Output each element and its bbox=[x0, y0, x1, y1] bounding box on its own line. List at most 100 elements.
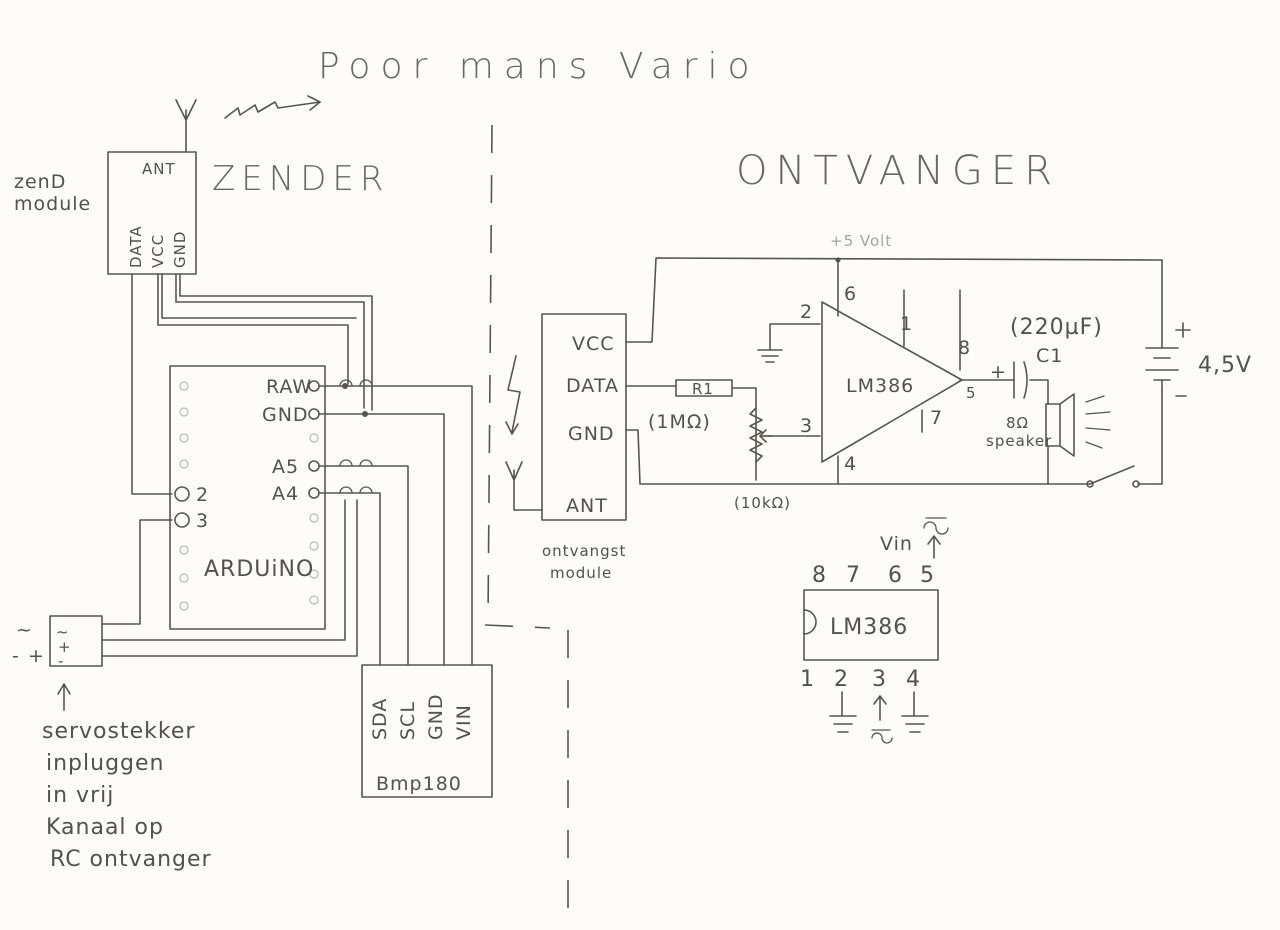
capacitor-label: C1 bbox=[1036, 345, 1063, 367]
transmitter-module-label-2: module bbox=[14, 193, 91, 215]
arduino-pin-3 bbox=[174, 512, 190, 528]
transmitter-module-label-1: zenD bbox=[14, 171, 66, 193]
receiver-heading: ONTVANGER bbox=[736, 148, 1060, 194]
bmp180-pin-scl: SCL bbox=[397, 701, 419, 740]
arduino-pin-a4 bbox=[308, 487, 320, 499]
servo-note-line-3: in vrij bbox=[46, 783, 114, 808]
supply-junction bbox=[835, 257, 841, 263]
speaker-value: 8Ω bbox=[1006, 414, 1029, 432]
lightning-arrow-icon bbox=[505, 355, 521, 435]
lm386-amplifier bbox=[821, 301, 963, 463]
transmitter-antenna-icon bbox=[175, 99, 197, 153]
arduino-pin-gnd bbox=[308, 408, 320, 420]
transmitter-pin-vcc: VCC bbox=[149, 234, 167, 268]
servo-note-line-1: servostekker bbox=[42, 719, 195, 744]
chip-vin-label: Vin bbox=[880, 533, 913, 555]
switch-contact-left bbox=[1086, 480, 1094, 488]
resistor-r1-value: (1MΩ) bbox=[648, 411, 711, 433]
receiver-module-note-1: ontvangst bbox=[542, 542, 626, 560]
receiver-antenna-icon bbox=[505, 461, 543, 511]
transmitter-ant-label: ANT bbox=[142, 160, 176, 178]
amp-pin-2: 2 bbox=[800, 301, 813, 323]
arduino-pin-a5 bbox=[308, 460, 320, 472]
speaker-label: speaker bbox=[986, 432, 1052, 450]
lm386-chip-package bbox=[803, 589, 939, 661]
chip-pin-1: 1 bbox=[800, 667, 815, 692]
receiver-pin-data: DATA bbox=[566, 375, 619, 397]
receiver-module-box bbox=[541, 313, 627, 521]
capacitor-c1-icon bbox=[1013, 361, 1028, 399]
arduino-label-a5: A5 bbox=[272, 456, 299, 478]
servo-outer-minus: - bbox=[12, 645, 20, 667]
chip-annotations-icon bbox=[829, 517, 949, 744]
battery-icon bbox=[1145, 322, 1191, 397]
amp-pin-6: 6 bbox=[844, 283, 857, 305]
capacitor-value: (220µF) bbox=[1010, 315, 1103, 340]
lm386-chip-label: LM386 bbox=[830, 615, 908, 640]
servo-outer-signal: ~ bbox=[16, 619, 33, 641]
chip-pin-7: 7 bbox=[846, 563, 861, 588]
amp-pin-4: 4 bbox=[844, 453, 857, 475]
chip-pin-2: 2 bbox=[834, 667, 849, 692]
receiver-pin-gnd: GND bbox=[568, 423, 615, 445]
page-title: Poor mans Vario bbox=[318, 46, 760, 87]
divider-line bbox=[487, 124, 493, 621]
capacitor-plus: + bbox=[990, 361, 1007, 383]
bmp180-sensor-box bbox=[361, 664, 493, 798]
bmp180-pin-sda: SDA bbox=[369, 698, 391, 740]
resistor-r1-label: R1 bbox=[692, 380, 714, 398]
potentiometer-value: (10kΩ) bbox=[734, 494, 791, 512]
arduino-pin-2-label: 2 bbox=[196, 484, 209, 506]
servo-sign-minus: - bbox=[58, 652, 64, 670]
servo-note-line-5: RC ontvanger bbox=[50, 847, 212, 872]
junction-gnd bbox=[362, 411, 368, 417]
arduino-board bbox=[169, 365, 326, 630]
chip-pin-5: 5 bbox=[920, 563, 935, 588]
arduino-pin-raw bbox=[308, 380, 320, 392]
radio-wave-arrow-icon bbox=[224, 95, 321, 119]
amp-pin-1: 1 bbox=[900, 313, 913, 335]
chip-pin-8: 8 bbox=[812, 563, 827, 588]
transmitter-pin-data: DATA bbox=[127, 225, 145, 268]
transmitter-heading: ZENDER bbox=[212, 159, 390, 199]
servo-outer-plus: + bbox=[28, 645, 45, 667]
receiver-pin-vcc: VCC bbox=[572, 333, 615, 355]
chip-pin-4: 4 bbox=[906, 667, 921, 692]
lm386-amplifier-label: LM386 bbox=[846, 375, 914, 397]
arduino-label: ARDUiNO bbox=[204, 557, 314, 582]
servo-sign-plus: + bbox=[58, 638, 72, 656]
transmitter-wires bbox=[101, 273, 473, 666]
servo-connector bbox=[49, 615, 103, 667]
speaker-icon bbox=[1045, 393, 1111, 457]
resistor-r1 bbox=[675, 379, 733, 397]
switch-contact-right bbox=[1132, 480, 1140, 488]
transmitter-pin-gnd: GND bbox=[171, 231, 189, 268]
amp-pin-7: 7 bbox=[930, 407, 943, 429]
junction-raw bbox=[342, 383, 348, 389]
supply-label: +5 Volt bbox=[830, 232, 892, 250]
servo-sign-signal: ~ bbox=[56, 623, 70, 641]
bmp180-pin-vin: VIN bbox=[453, 704, 475, 740]
servo-note-line-4: Kanaal op bbox=[46, 815, 164, 840]
bmp180-pin-gnd: GND bbox=[425, 693, 447, 740]
chip-notch bbox=[803, 609, 817, 635]
receiver-module-note-2: module bbox=[550, 564, 612, 582]
arduino-label-a4: A4 bbox=[272, 483, 299, 505]
chip-pin-6: 6 bbox=[888, 563, 903, 588]
receiver-wires bbox=[625, 257, 1163, 485]
bmp180-label: Bmp180 bbox=[376, 773, 462, 795]
arduino-pin-holes bbox=[179, 381, 319, 611]
divider-line-jog bbox=[484, 624, 551, 629]
battery-value: 4,5V bbox=[1198, 353, 1252, 378]
amp-pin-3: 3 bbox=[800, 415, 813, 437]
arduino-label-raw: RAW bbox=[266, 376, 312, 398]
amp-pin-8: 8 bbox=[958, 337, 971, 359]
transmitter-module-box bbox=[107, 151, 197, 275]
chip-pin-3: 3 bbox=[872, 667, 887, 692]
receiver-pin-ant: ANT bbox=[566, 495, 608, 517]
arduino-label-gnd: GND bbox=[262, 404, 309, 426]
amp-pin-5: 5 bbox=[966, 384, 977, 402]
servo-note-line-2: inpluggen bbox=[46, 751, 164, 776]
potentiometer-icon bbox=[749, 407, 773, 463]
arduino-pin-3-label: 3 bbox=[196, 510, 209, 532]
